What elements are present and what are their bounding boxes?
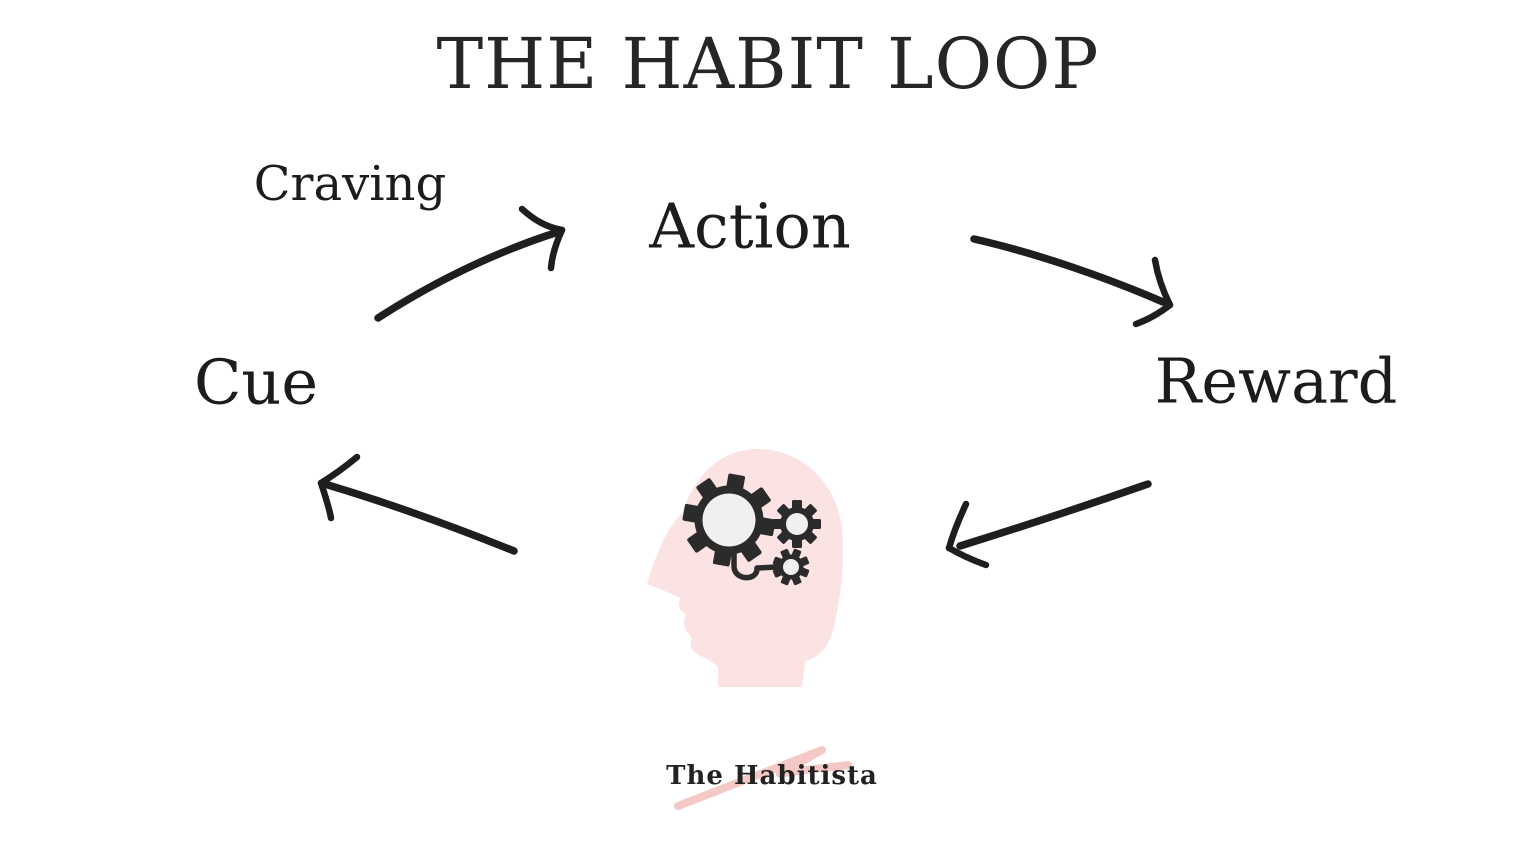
node-label-action: Action (649, 189, 851, 263)
logo-swoosh-icon (674, 746, 852, 810)
logo-text: The Habitista (666, 761, 878, 791)
arrow-brain-to-cue-icon (317, 453, 518, 555)
node-label-cue: Cue (193, 345, 319, 419)
large-gear-icon (682, 473, 776, 567)
head-silhouette (647, 449, 843, 687)
node-label-craving: Craving (253, 156, 447, 212)
node-label-reward: Reward (1154, 344, 1398, 418)
arrow-action-to-reward-icon (970, 235, 1174, 328)
medium-gear-icon (773, 500, 821, 548)
page-title: THE HABIT LOOP (436, 23, 1100, 105)
arrow-reward-to-brain-icon (945, 480, 1152, 569)
gear-connector-pipe (731, 548, 780, 581)
arrow-cue-to-action-icon (374, 205, 566, 322)
brain-gears-icon (647, 449, 843, 687)
small-gear-icon (772, 548, 810, 586)
